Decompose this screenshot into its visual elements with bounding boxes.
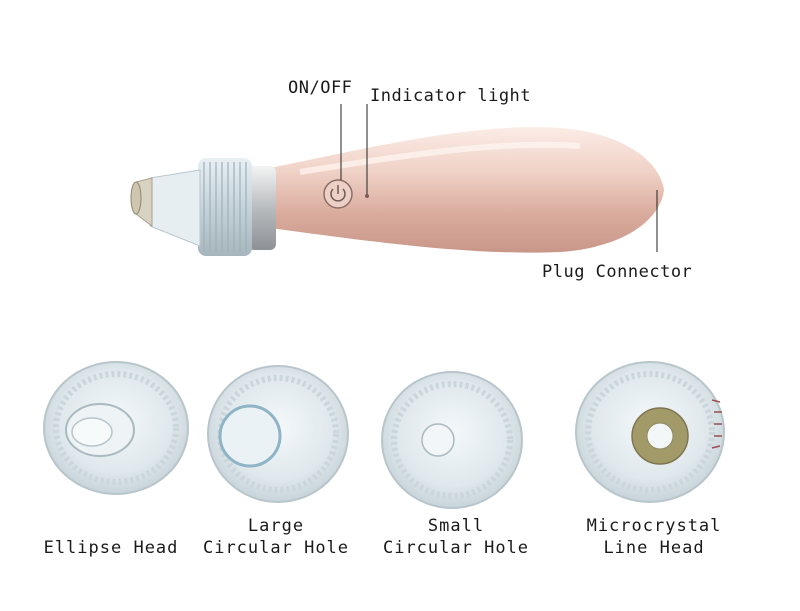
ellipse-head-caption: Ellipse Head: [36, 515, 186, 559]
microcrystal-line-head-image: [575, 361, 725, 503]
small-circular-hole-head-image: [381, 371, 523, 509]
ellipse-head-caption-line2: Ellipse Head: [43, 538, 179, 558]
on-off-label: ON/OFF: [288, 78, 353, 98]
large-circular-hole-head-image: [207, 365, 349, 503]
small-circular-hole-caption: Small Circular Hole: [376, 515, 536, 559]
plug-connector-label: Plug Connector: [542, 262, 693, 282]
microcrystal-line-head-caption-line1: Microcrystal: [586, 516, 722, 536]
small-circular-hole-caption-line2: Circular Hole: [382, 538, 530, 558]
device-body: [270, 127, 664, 253]
chrome-collar: [248, 166, 276, 250]
indicator-light-label: Indicator light: [370, 86, 532, 106]
large-circular-hole-caption: Large Circular Hole: [196, 515, 356, 559]
small-circular-hole-caption-line1: Small: [427, 516, 485, 536]
indicator-light: [365, 194, 369, 198]
suction-cap: [130, 158, 252, 256]
ellipse-head-caption-line1: [36, 515, 186, 537]
microcrystal-line-head-caption: Microcrystal Line Head: [574, 515, 734, 559]
large-circular-hole-caption-line2: Circular Hole: [202, 538, 350, 558]
large-circular-hole-caption-line1: Large: [247, 516, 305, 536]
power-button: [323, 179, 353, 209]
ellipse-head-image: [43, 361, 189, 495]
microcrystal-line-head-caption-line2: Line Head: [603, 538, 705, 558]
